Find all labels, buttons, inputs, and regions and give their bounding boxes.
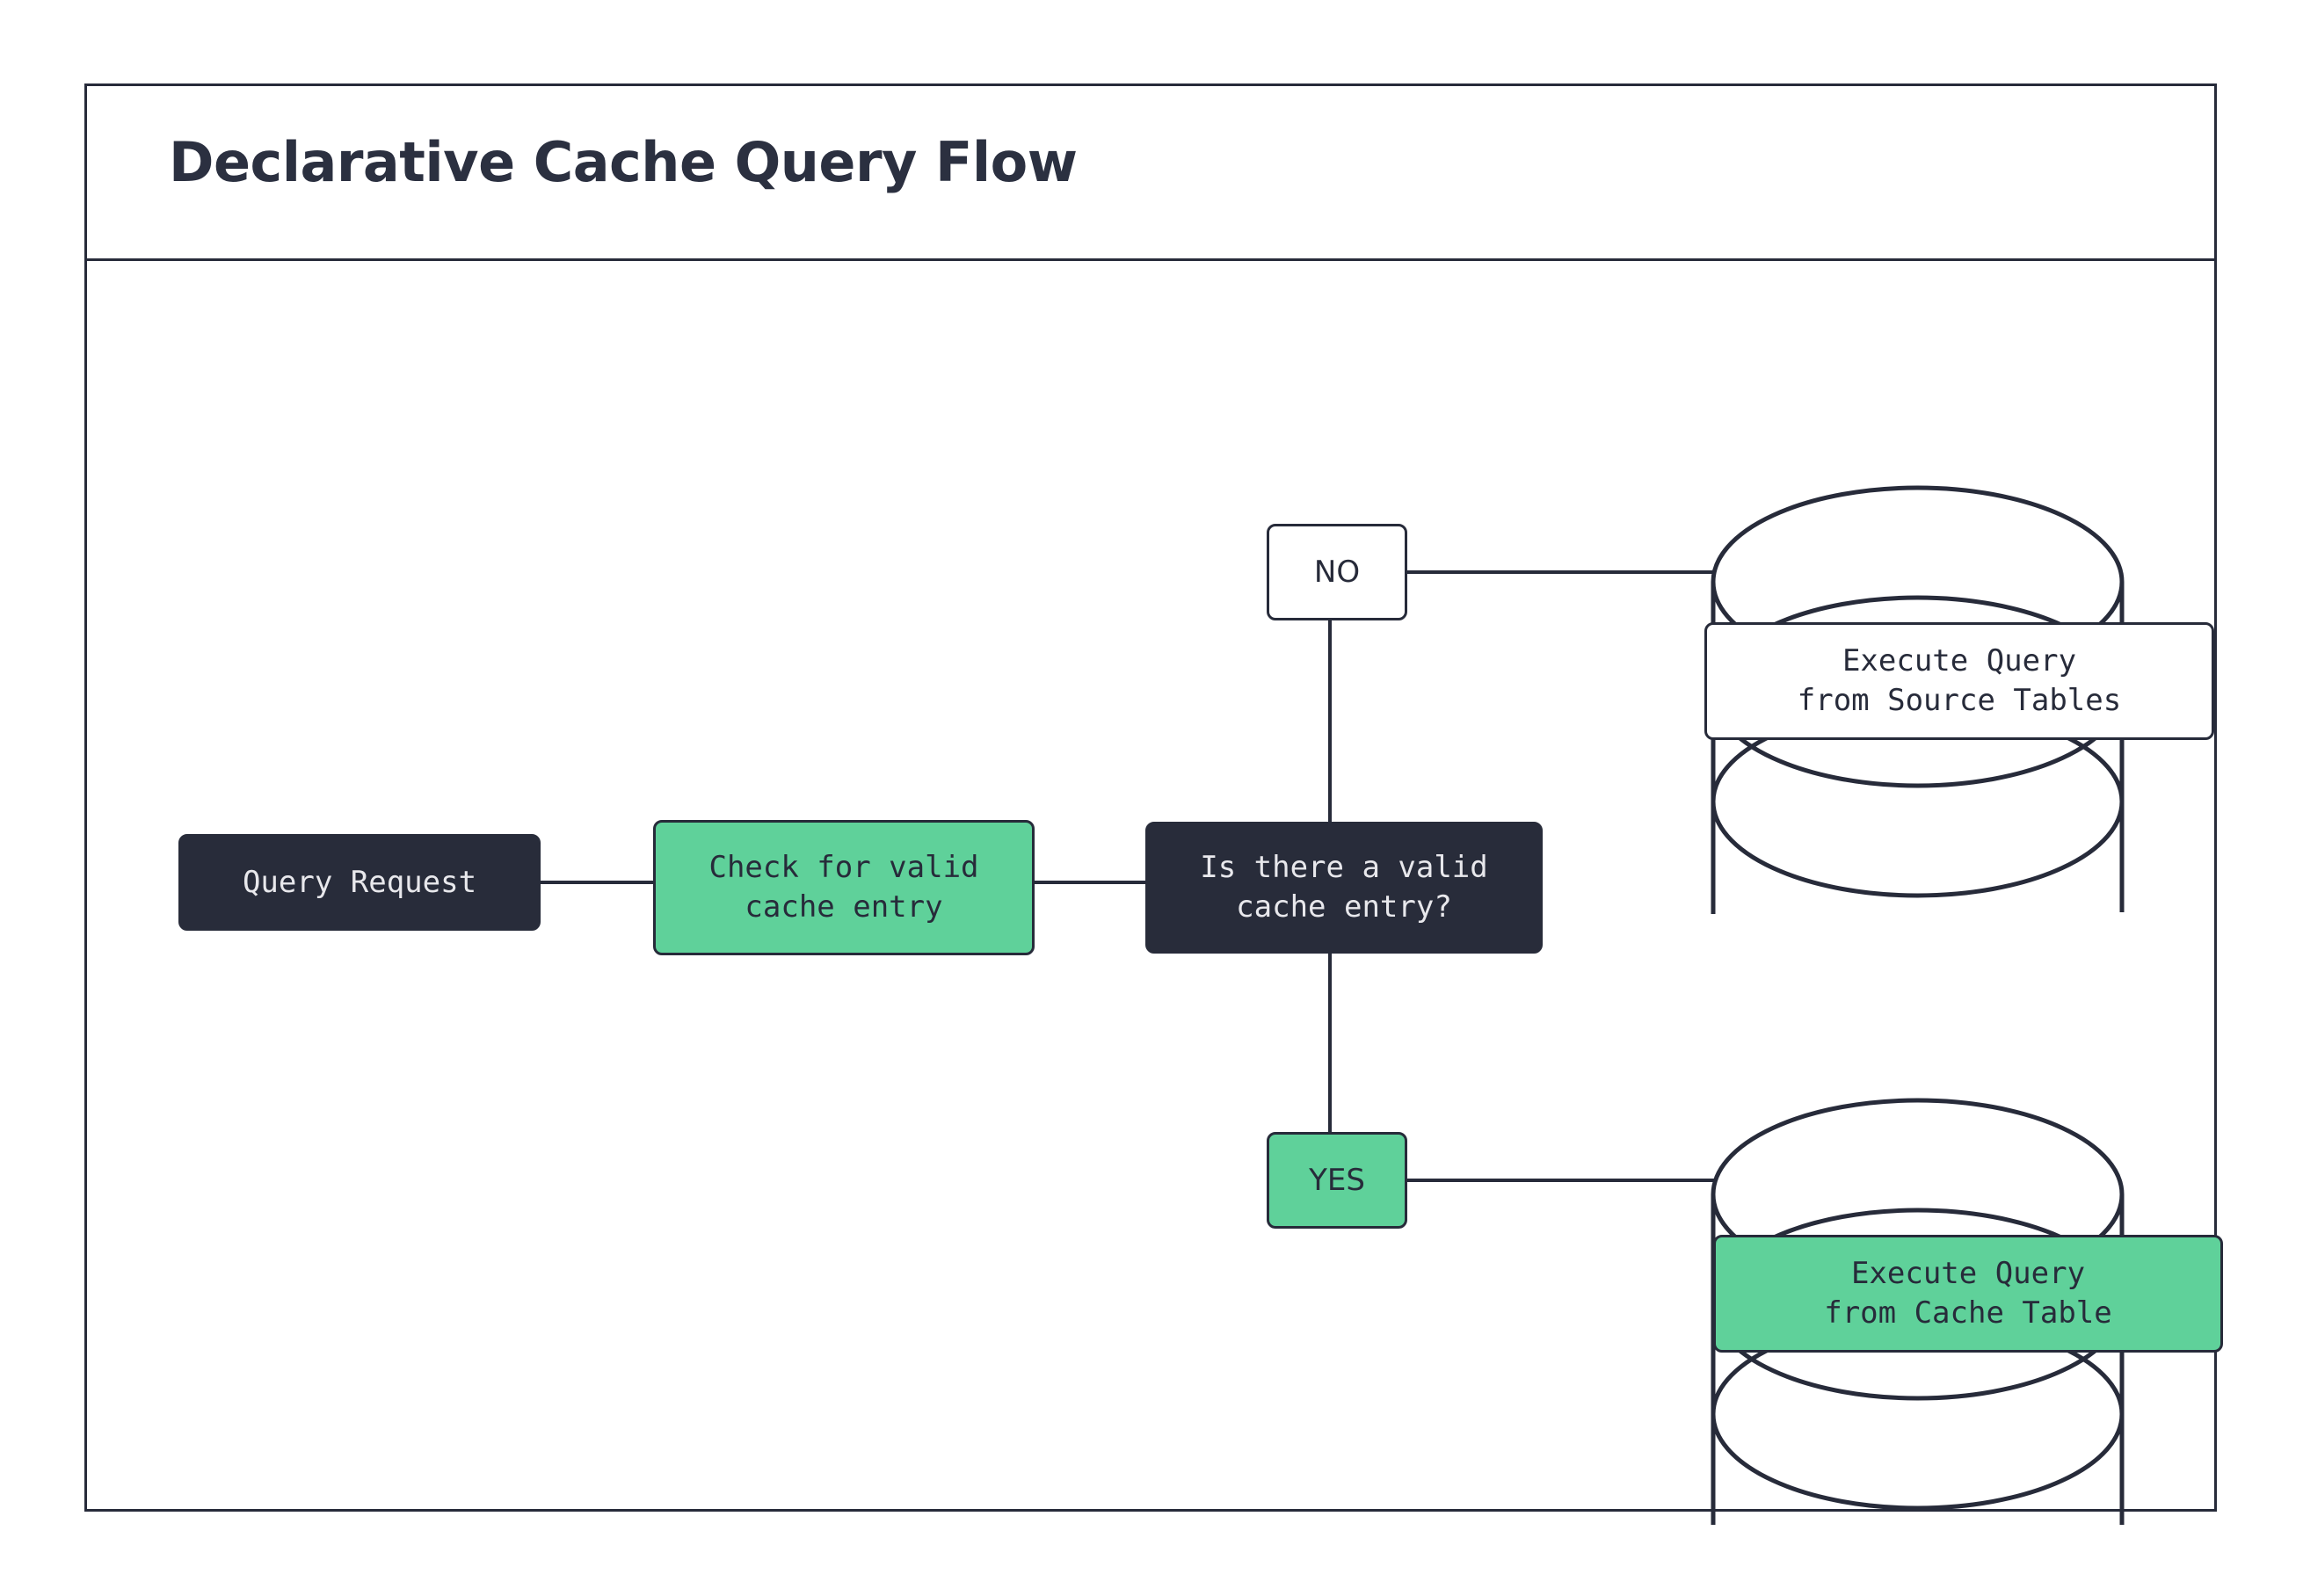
node-check-for-valid-cache-entry[interactable]: Check for valid cache entry <box>653 820 1035 955</box>
node-query-request[interactable]: Query Request <box>178 834 541 931</box>
connector-decision-to-no <box>1328 619 1332 823</box>
flowchart-area: Query Request Check for valid cache entr… <box>87 261 2223 1525</box>
diagram-frame: Declarative Cache Query Flow <box>84 83 2223 1525</box>
connector-no-to-source-db <box>1406 570 1715 574</box>
node-execute-query-from-source-tables[interactable]: Execute Query from Source Tables <box>1704 622 2214 740</box>
connector-yes-to-cache-db <box>1406 1179 1715 1182</box>
edge-label-yes[interactable]: YES <box>1267 1132 1407 1229</box>
connector-check-to-decision <box>1035 881 1147 884</box>
node-decision-valid-cache-entry[interactable]: Is there a valid cache entry? <box>1145 822 1543 954</box>
node-execute-query-from-cache-table[interactable]: Execute Query from Cache Table <box>1713 1235 2223 1353</box>
page-title: Declarative Cache Query Flow <box>169 130 1078 194</box>
connector-decision-to-yes <box>1328 952 1332 1134</box>
title-bar: Declarative Cache Query Flow <box>87 86 2214 261</box>
edge-label-no[interactable]: NO <box>1267 524 1407 620</box>
connector-request-to-check <box>541 881 655 884</box>
